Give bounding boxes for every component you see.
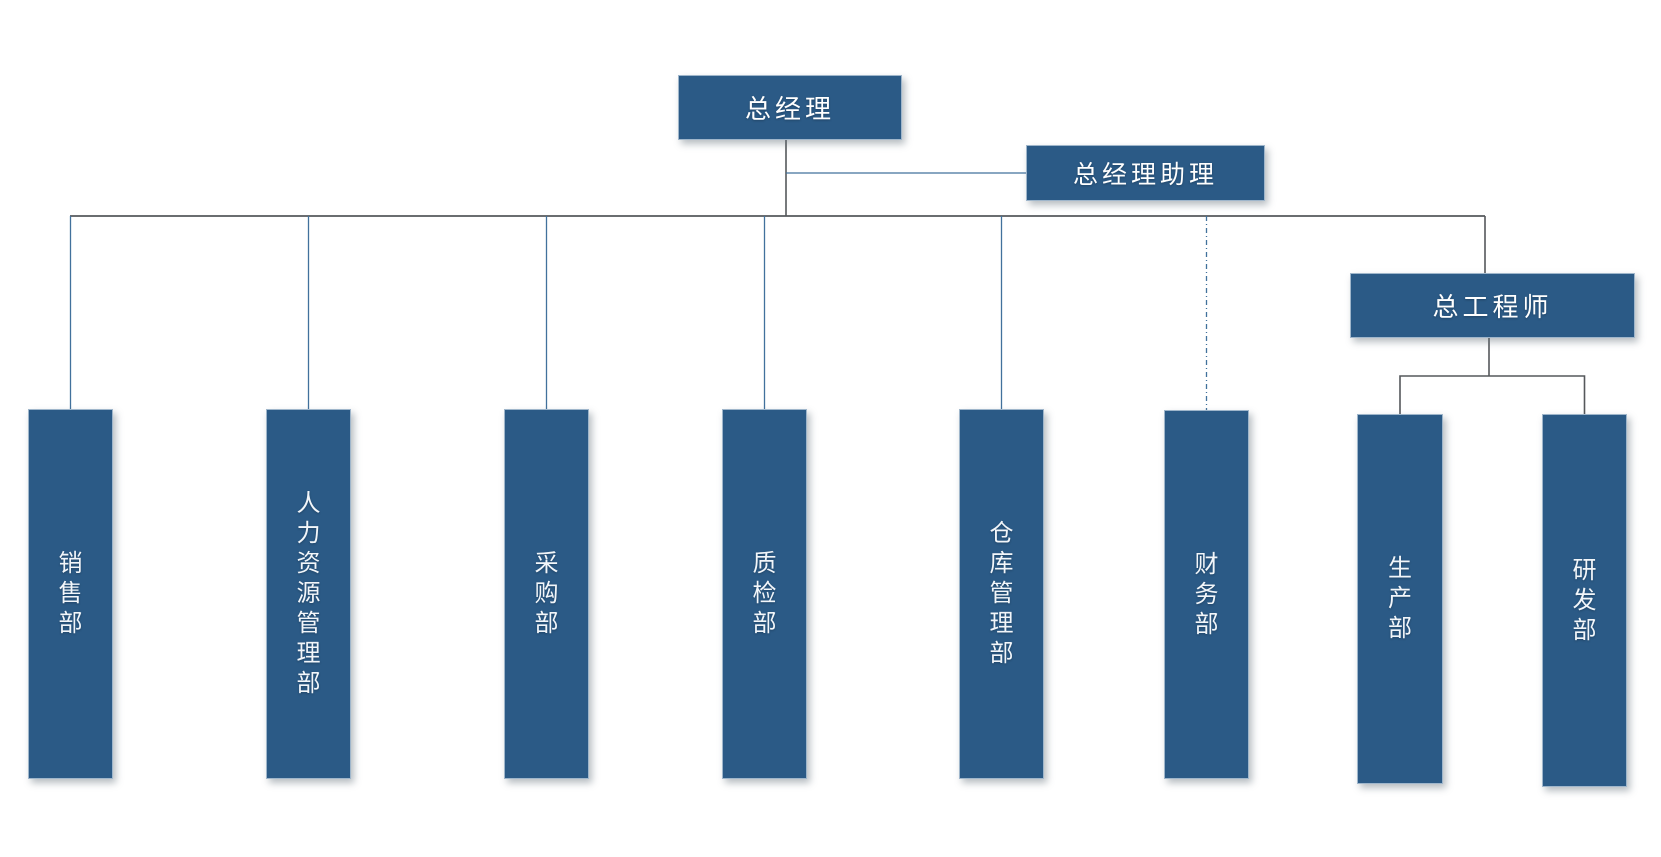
node-finance-dept-label: 财务部 xyxy=(1194,550,1219,638)
node-rd-dept[interactable]: 研发部 xyxy=(1542,414,1627,787)
node-gm-assistant[interactable]: 总经理助理 xyxy=(1026,145,1265,201)
node-purchasing-dept[interactable]: 采购部 xyxy=(504,409,589,779)
wire-chief-engineer-bracket xyxy=(1399,375,1586,414)
node-sales-dept[interactable]: 销售部 xyxy=(28,409,113,779)
node-quality-dept-label: 质检部 xyxy=(752,550,777,637)
node-warehouse-dept[interactable]: 仓库管理部 xyxy=(959,409,1044,779)
node-finance-dept[interactable]: 财务部 xyxy=(1164,410,1249,779)
node-hr-dept[interactable]: 人力资源管理部 xyxy=(266,409,351,779)
node-hr-dept-label: 人力资源管理部 xyxy=(296,490,321,697)
node-warehouse-dept-label: 仓库管理部 xyxy=(989,520,1014,667)
node-production-dept-label: 生产部 xyxy=(1388,555,1412,642)
node-sales-dept-label: 销售部 xyxy=(58,550,83,637)
node-gm-assistant-label: 总经理助理 xyxy=(1072,161,1218,189)
node-rd-dept-label: 研发部 xyxy=(1572,556,1597,644)
node-chief-engineer[interactable]: 总工程师 xyxy=(1350,273,1635,338)
node-production-dept[interactable]: 生产部 xyxy=(1357,414,1443,784)
node-general-manager[interactable]: 总经理 xyxy=(678,75,902,140)
node-general-manager-label: 总经理 xyxy=(744,94,835,124)
node-chief-engineer-label: 总工程师 xyxy=(1432,292,1553,322)
node-purchasing-dept-label: 采购部 xyxy=(534,550,559,637)
node-quality-dept[interactable]: 质检部 xyxy=(722,409,807,779)
